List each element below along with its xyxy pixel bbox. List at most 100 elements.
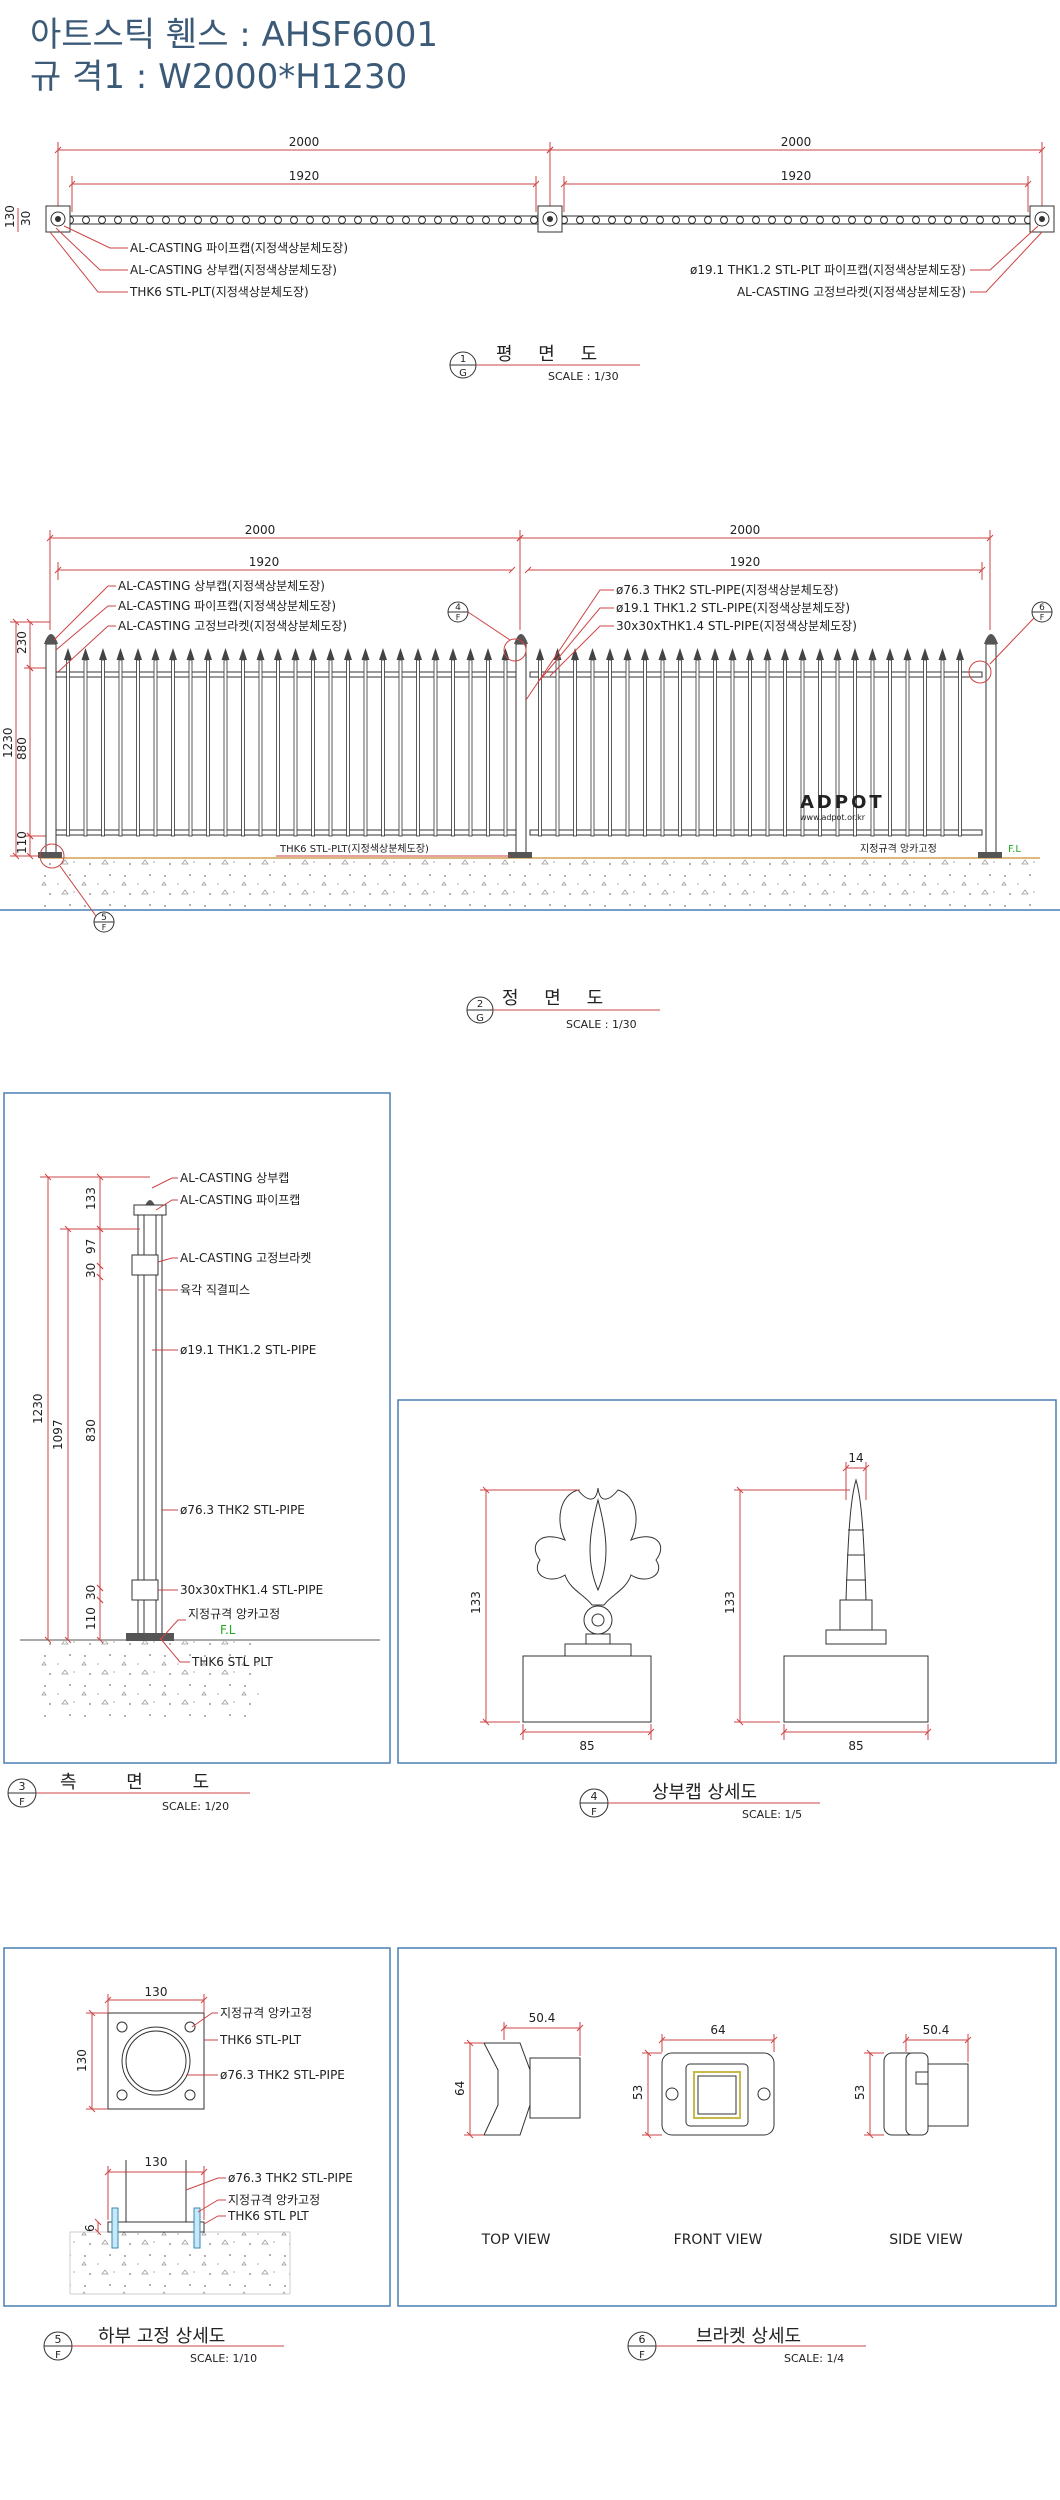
front-picket: [449, 648, 457, 837]
plan-picket: [322, 216, 330, 224]
front-picket: [414, 648, 422, 837]
callout-6[interactable]: 6 F: [989, 601, 1053, 665]
plan-view: 2000 2000 1920 1920 130 30 AL-CA: [3, 135, 1055, 383]
plan-picket: [672, 216, 680, 224]
side-label-fl: F.L: [220, 1623, 236, 1637]
svg-text:5: 5: [55, 2333, 62, 2346]
front-dim-top: 230: [15, 631, 29, 654]
front-picket: [938, 648, 947, 837]
plan-picket: [992, 216, 1000, 224]
side-dim-97: 97: [84, 1239, 98, 1254]
svg-text:F: F: [102, 923, 107, 932]
front-label-anchor: 지정규격 앙카고정: [860, 842, 937, 855]
front-picket: [466, 648, 475, 837]
plan-picket: [896, 216, 904, 224]
front-dimensions: 2000 2000 1920 1920 1230 230 880 110: [1, 523, 994, 860]
plan-picket: [576, 216, 584, 224]
plan-picket: [656, 216, 664, 224]
plan-title: 평 면 도: [496, 344, 607, 365]
plan-picket: [514, 216, 522, 224]
plan-picket: [354, 216, 362, 224]
plan-picket: [816, 216, 824, 224]
cap-detail-title: 4 F 상부캡 상세도 SCALE: 1/5: [579, 1782, 820, 1821]
front-label-fl: F.L: [1008, 844, 1021, 855]
callout-4[interactable]: 4 F: [447, 601, 511, 641]
plan-label-pipe-cap: AL-CASTING 파이프캡(지정색상분체도장): [130, 241, 348, 255]
plan-picket: [832, 216, 840, 224]
front-picket: [658, 648, 667, 837]
front-picket: [903, 648, 912, 837]
front-picket: [309, 648, 317, 837]
plan-picket: [720, 216, 728, 224]
cap-dim-w-right: 85: [848, 1739, 863, 1753]
bracket-dim-front-w: 64: [710, 2023, 725, 2037]
front-fence: [38, 634, 1002, 858]
front-scale: SCALE : 1/30: [566, 1018, 637, 1031]
front-picket: [728, 648, 737, 837]
front-picket: [781, 648, 789, 837]
front-picket: [239, 648, 247, 837]
front-dim-outer-right: 2000: [730, 523, 761, 537]
bracket-front-view-label: FRONT VIEW: [674, 2232, 763, 2248]
svg-text:F: F: [639, 2350, 645, 2361]
front-title: 정 면 도: [502, 988, 613, 1009]
side-dim-post: 1097: [51, 1419, 65, 1450]
plan-picket: [146, 216, 154, 224]
base-dim-sect-h: 6: [83, 2224, 97, 2232]
front-dim-inner-right: 1920: [730, 555, 761, 569]
svg-text:4: 4: [591, 1790, 598, 1803]
plan-picket: [1008, 216, 1016, 224]
product-title: 아트스틱 휀스 : AHSF6001: [30, 15, 439, 55]
plan-picket: [162, 216, 170, 224]
plan-picket: [402, 216, 410, 224]
plan-picket: [960, 216, 968, 224]
bracket-top-view: 50.4 64 TOP VIEW: [453, 2011, 584, 2248]
front-picket: [501, 648, 510, 837]
plan-picket: [912, 216, 920, 224]
plan-picket: [226, 216, 234, 224]
plan-view-title: 1 G 평 면 도 SCALE : 1/30: [449, 344, 640, 383]
base-dim-plate-w: 130: [145, 1985, 168, 1999]
front-picket: [833, 648, 842, 837]
front-label-base: THK6 STL-PLT(지정색상분체도장): [279, 843, 429, 855]
front-picket: [921, 648, 929, 837]
plan-picket: [880, 216, 888, 224]
callout-5[interactable]: 5 F: [59, 865, 115, 933]
svg-text:F: F: [591, 1807, 597, 1818]
side-dim-30a: 30: [84, 1263, 98, 1278]
front-label-post-pipe: ø76.3 THK2 STL-PIPE(지정색상분체도장): [616, 583, 839, 597]
plan-picket: [370, 216, 378, 224]
plan-badge-sheet: G: [459, 368, 467, 379]
bracket-dim-side-w: 50.4: [923, 2023, 950, 2037]
plan-label-picket-cap: ø19.1 THK1.2 STL-PLT 파이프캡(지정색상분체도장): [690, 263, 966, 277]
plan-picket: [704, 216, 712, 224]
side-dim-30b: 30: [84, 1585, 98, 1600]
plan-picket: [130, 216, 138, 224]
side-label-pipe-cap: AL-CASTING 파이프캡: [180, 1193, 300, 1207]
plan-picket: [482, 216, 490, 224]
front-view-title: 2 G 정 면 도 SCALE : 1/30: [466, 988, 660, 1031]
plan-badge-num: 1: [460, 354, 466, 365]
side-title: 측 면 도: [60, 1772, 231, 1793]
front-picket: [886, 648, 894, 837]
plan-picket: [592, 216, 600, 224]
front-picket: [641, 648, 649, 837]
bracket-dim-front-h: 53: [631, 2085, 645, 2100]
svg-text:5: 5: [101, 913, 107, 923]
side-dim-133: 133: [84, 1187, 98, 1210]
front-picket: [204, 648, 212, 837]
plan-picket: [498, 216, 506, 224]
front-picket: [623, 648, 632, 837]
side-label-plate: THK6 STL PLT: [191, 1655, 273, 1669]
cap-detail: 133 85 133 85 14 4 F 상부캡 상세도 SCALE: 1/5: [397, 1399, 1057, 1821]
svg-text:6: 6: [639, 2333, 646, 2346]
front-picket: [816, 648, 824, 837]
plan-picket: [338, 216, 346, 224]
bracket-side-view-label: SIDE VIEW: [889, 2232, 963, 2248]
plan-dim-outer-right: 2000: [781, 135, 812, 149]
plan-picket: [210, 216, 218, 224]
plan-dim-side-b: 30: [19, 211, 33, 226]
front-label-picket-pipe: ø19.1 THK1.2 STL-PIPE(지정색상분체도장): [616, 601, 850, 615]
front-picket: [116, 648, 125, 837]
